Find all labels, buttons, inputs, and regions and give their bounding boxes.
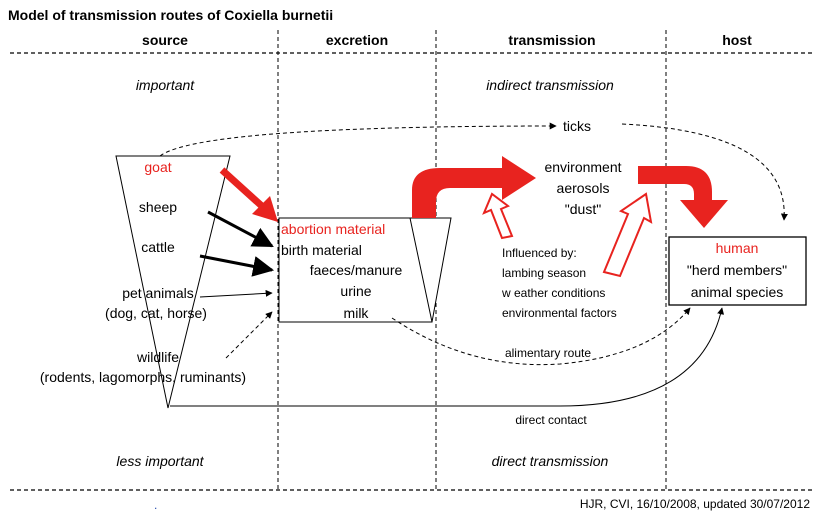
label-important: important [136, 77, 195, 93]
goat-arrow-head [252, 196, 278, 222]
label-indirect-transmission: indirect transmission [486, 77, 614, 93]
excretion-abortion-material: abortion material [281, 221, 385, 237]
excretion-milk: milk [344, 305, 370, 321]
column-header-host: host [722, 32, 752, 48]
pet-arrow [199, 289, 273, 298]
column-header-source: source [142, 32, 188, 48]
host-human: human [716, 240, 759, 256]
influence-arrow-right [602, 192, 653, 278]
ticks-arrow-in [159, 122, 557, 157]
footer-dot: . [154, 498, 157, 512]
excretion-birth-material: birth material [281, 242, 362, 258]
influence-arrow-left [482, 192, 514, 240]
footer-credit: HJR, CVI, 16/10/2008, updated 30/07/2012 [580, 497, 810, 511]
excretion-urine: urine [340, 283, 371, 299]
label-direct-contact: direct contact [515, 413, 587, 427]
sheep-arrow [207, 210, 274, 248]
influence-item-1: lambing season [502, 266, 586, 280]
cattle-arrow [199, 254, 275, 277]
source-pet-animals-detail: (dog, cat, horse) [105, 305, 207, 321]
dust-label: "dust" [565, 201, 601, 217]
diagram-title: Model of transmission routes of Coxiella… [8, 7, 333, 23]
host-box [668, 236, 807, 306]
excretion-faeces-manure: faeces/manure [310, 262, 403, 278]
goat-arrow-shaft [219, 167, 267, 211]
source-cattle: cattle [141, 239, 175, 255]
host-animal-species: animal species [691, 284, 784, 300]
column-header-transmission: transmission [508, 32, 595, 48]
source-triangle [115, 155, 231, 409]
direct-contact-arrow [170, 307, 725, 407]
host-herd-members: "herd members" [687, 262, 787, 278]
ticks-arrow-out [621, 123, 788, 221]
excretion-to-environment-arrow [412, 156, 536, 218]
column-header-excretion: excretion [326, 32, 388, 48]
source-pet-animals: pet animals [122, 285, 194, 301]
source-wildlife-detail: (rodents, lagomorphs, ruminants) [40, 369, 246, 385]
label-alimentary-route: alimentary route [505, 346, 591, 360]
influence-heading: Influenced by: [502, 246, 577, 260]
influence-item-3: environmental factors [502, 306, 617, 320]
source-wildlife: wildlife [136, 349, 179, 365]
source-goat: goat [144, 159, 171, 175]
influence-item-2: w eather conditions [501, 286, 605, 300]
excretion-box [278, 217, 433, 323]
source-sheep: sheep [139, 199, 177, 215]
alimentary-route-arrow [391, 307, 691, 366]
environment-label: environment [544, 159, 621, 175]
label-less-important: less important [116, 453, 204, 469]
label-direct-transmission: direct transmission [492, 453, 609, 469]
label-ticks: ticks [563, 118, 591, 134]
environment-to-host-arrow [638, 166, 728, 228]
aerosols-label: aerosols [557, 180, 610, 196]
wildlife-arrow [225, 311, 273, 359]
